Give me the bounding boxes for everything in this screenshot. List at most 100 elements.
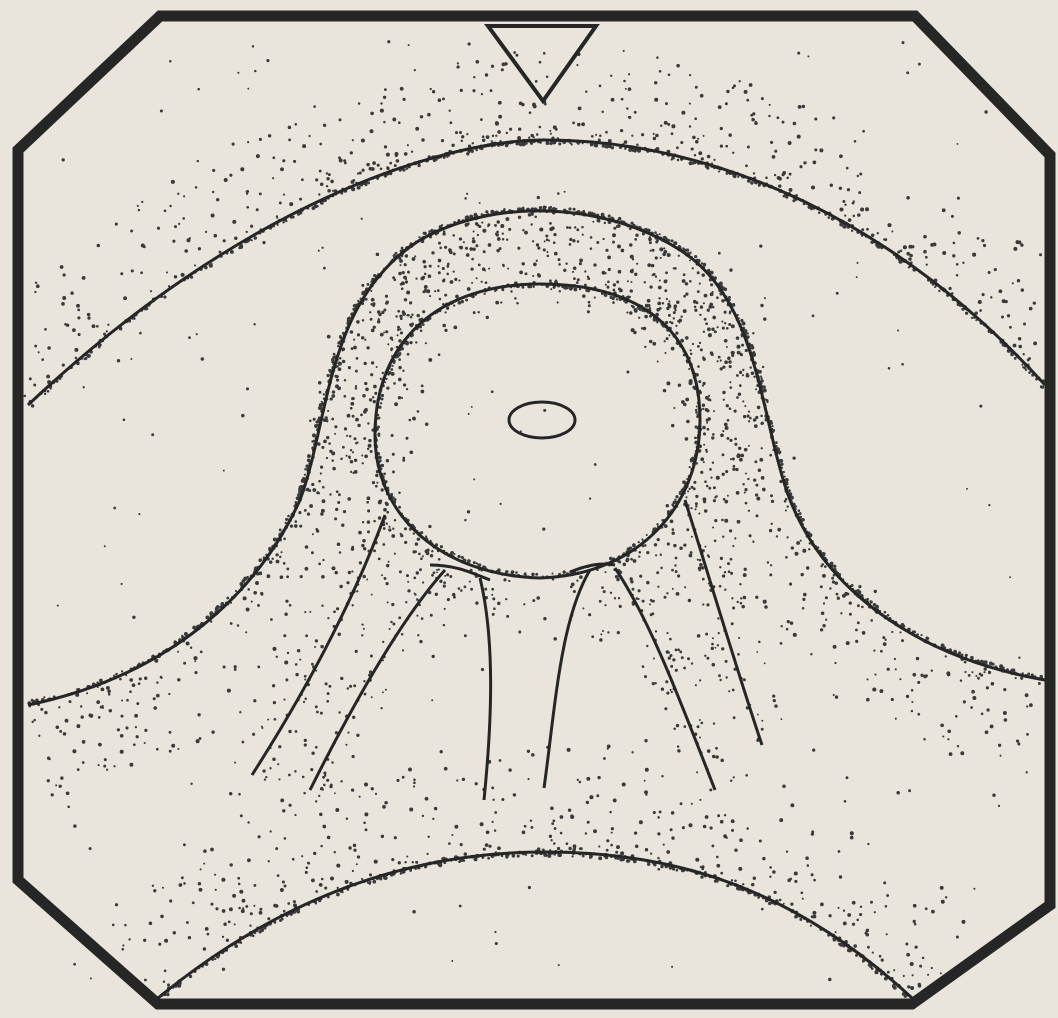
stipple-dot [701,157,704,160]
stipple-dot [318,193,320,195]
stipple-dot [709,788,712,791]
stipple-dot [186,641,190,645]
stipple-dot [899,260,903,264]
stipple-dot [938,290,940,292]
stipple-dot [761,447,763,449]
stipple-dot [769,573,772,576]
stipple-dot [755,416,758,419]
stipple-dot [89,714,93,718]
stipple-dot [761,476,765,480]
stipple-dot [288,774,291,777]
stipple-dot [920,674,923,677]
stipple-dot [707,428,710,431]
stipple-dot [546,76,549,79]
stipple-dot [362,319,364,321]
stipple-dot [1033,301,1036,304]
stipple-dot [361,544,364,547]
stipple-dot [320,466,323,469]
stipple-dot [1025,693,1029,697]
stipple-dot [703,500,706,503]
stipple-dot [239,245,243,249]
stipple-dot [778,184,781,187]
stipple-dot [851,584,854,587]
stipple-dot [708,333,712,337]
stipple-dot [126,699,129,702]
stipple-dot [446,265,449,268]
stipple-dot [636,263,638,265]
stipple-dot [843,921,847,925]
stipple-dot [981,660,983,662]
stipple-dot [406,855,408,857]
stipple-dot [366,501,369,504]
stipple-dot [279,201,282,204]
stipple-dot [82,761,85,764]
stipple-dot [665,271,668,274]
stipple-dot [755,493,758,496]
stipple-dot [460,843,463,846]
stipple-dot [838,943,841,946]
stipple-dot [386,386,389,389]
stipple-dot [80,705,82,707]
stipple-dot [869,600,871,602]
stipple-dot [895,668,897,670]
stipple-dot [311,752,314,755]
stipple-dot [740,354,743,357]
stipple-dot [652,682,655,685]
stipple-dot [179,883,183,887]
stipple-dot [171,180,175,184]
stipple-dot [594,297,596,299]
stipple-dot [668,300,670,302]
stipple-dot [223,922,226,925]
stipple-dot [442,324,446,328]
stipple-dot [724,571,726,573]
stipple-dot [914,945,917,948]
stipple-dot [153,706,157,710]
stipple-dot [983,671,985,673]
stipple-dot [701,273,705,277]
stipple-dot [726,437,729,440]
stipple-dot [543,52,546,55]
stipple-dot [700,875,703,878]
stipple-dot [870,619,873,622]
stipple-dot [533,136,535,138]
stipple-dot [814,148,817,151]
stipple-dot [527,750,530,753]
stipple-dot [249,925,251,927]
stipple-dot [1038,682,1041,685]
stipple-dot [86,692,88,694]
stipple-dot [660,124,662,126]
stipple-dot [417,314,420,317]
stipple-dot [688,599,691,602]
stipple-dot [194,671,197,674]
stipple-dot [626,107,628,109]
stipple-dot [587,277,590,280]
stipple-dot [346,435,348,437]
stipple-dot [910,962,914,966]
stipple-dot [394,553,396,555]
stipple-dot [558,263,561,266]
stipple-dot [729,381,731,383]
stipple-dot [475,601,478,604]
stipple-dot [1023,353,1025,355]
stipple-dot [459,246,461,248]
stipple-dot [756,651,758,653]
stipple-dot [370,303,373,306]
stipple-dot [687,657,690,660]
stipple-dot [391,858,394,861]
stipple-dot [356,590,358,592]
stipple-dot [483,848,486,851]
stipple-dot [749,83,753,87]
stipple-dot [414,592,416,594]
stipple-dot [630,289,633,292]
stipple-dot [477,311,479,313]
stipple-dot [725,470,728,473]
stipple-dot [295,730,298,733]
stipple-dot [150,290,152,292]
stipple-dot [336,864,340,868]
stipple-dot [753,172,755,174]
stipple-dot [411,313,413,315]
stipple-dot [726,172,729,175]
stipple-dot [743,596,747,600]
stipple-dot [508,228,511,231]
